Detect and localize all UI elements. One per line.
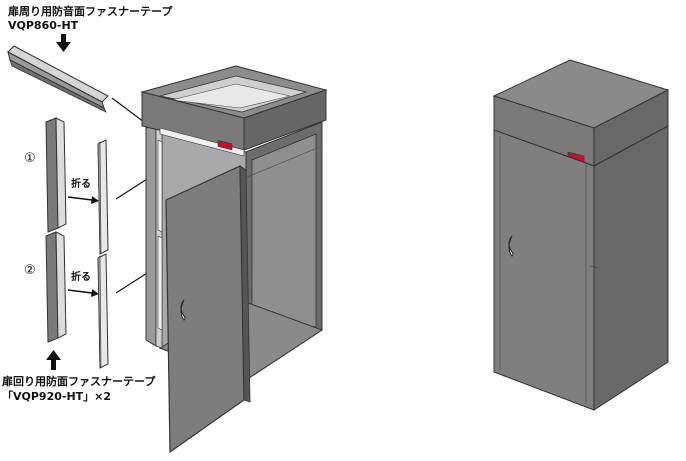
bottom-tape-name-label: 扉回り用防面ファスナーテープ	[2, 375, 156, 388]
door-handle-icon	[180, 299, 186, 321]
step1-tape-unfolded	[45, 117, 67, 233]
fold-label-step1: 折る	[71, 179, 91, 190]
closed-cabinet	[492, 59, 670, 411]
open-cabinet	[140, 65, 328, 454]
bottom-tape-code-label: 「VQP920-HT」×2	[2, 390, 112, 403]
top-tape-strip	[7, 45, 109, 113]
arrow-up-icon	[46, 350, 61, 370]
top-tape-name-label: 扉周り用防音面ファスナーテープ	[8, 5, 173, 18]
arrow-down-icon	[56, 34, 71, 52]
badge-open-cabinet	[217, 139, 233, 151]
step1-tape-folded	[97, 139, 109, 255]
fold-label-step2: 折る	[71, 272, 91, 283]
step-number-1: ①	[24, 151, 36, 166]
step1-fold-arrow	[67, 196, 99, 204]
step2-tape-unfolded	[45, 231, 67, 343]
step2-fold-arrow	[67, 289, 99, 297]
step-number-2: ②	[24, 263, 36, 278]
step2-tape-folded	[97, 253, 109, 369]
top-tape-code-label: VQP860-HT	[8, 19, 79, 32]
